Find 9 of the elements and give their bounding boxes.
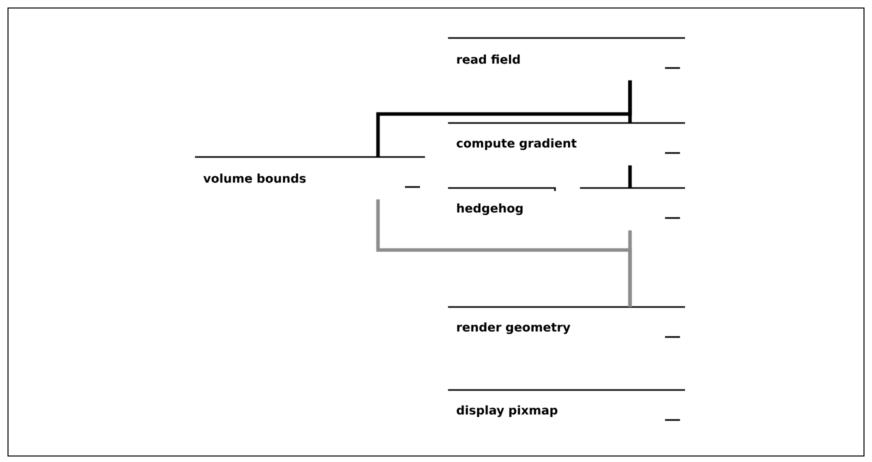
module-box: render geometry bbox=[448, 306, 685, 338]
module-box: compute gradient bbox=[448, 122, 685, 154]
connector bbox=[628, 230, 632, 307]
connector bbox=[628, 80, 632, 123]
module-box: volume bounds bbox=[195, 156, 425, 188]
connector bbox=[628, 165, 632, 188]
module-box: display pixmap bbox=[448, 389, 685, 421]
module-box: read field bbox=[448, 37, 685, 69]
module-box: hedgehog bbox=[447, 187, 686, 219]
